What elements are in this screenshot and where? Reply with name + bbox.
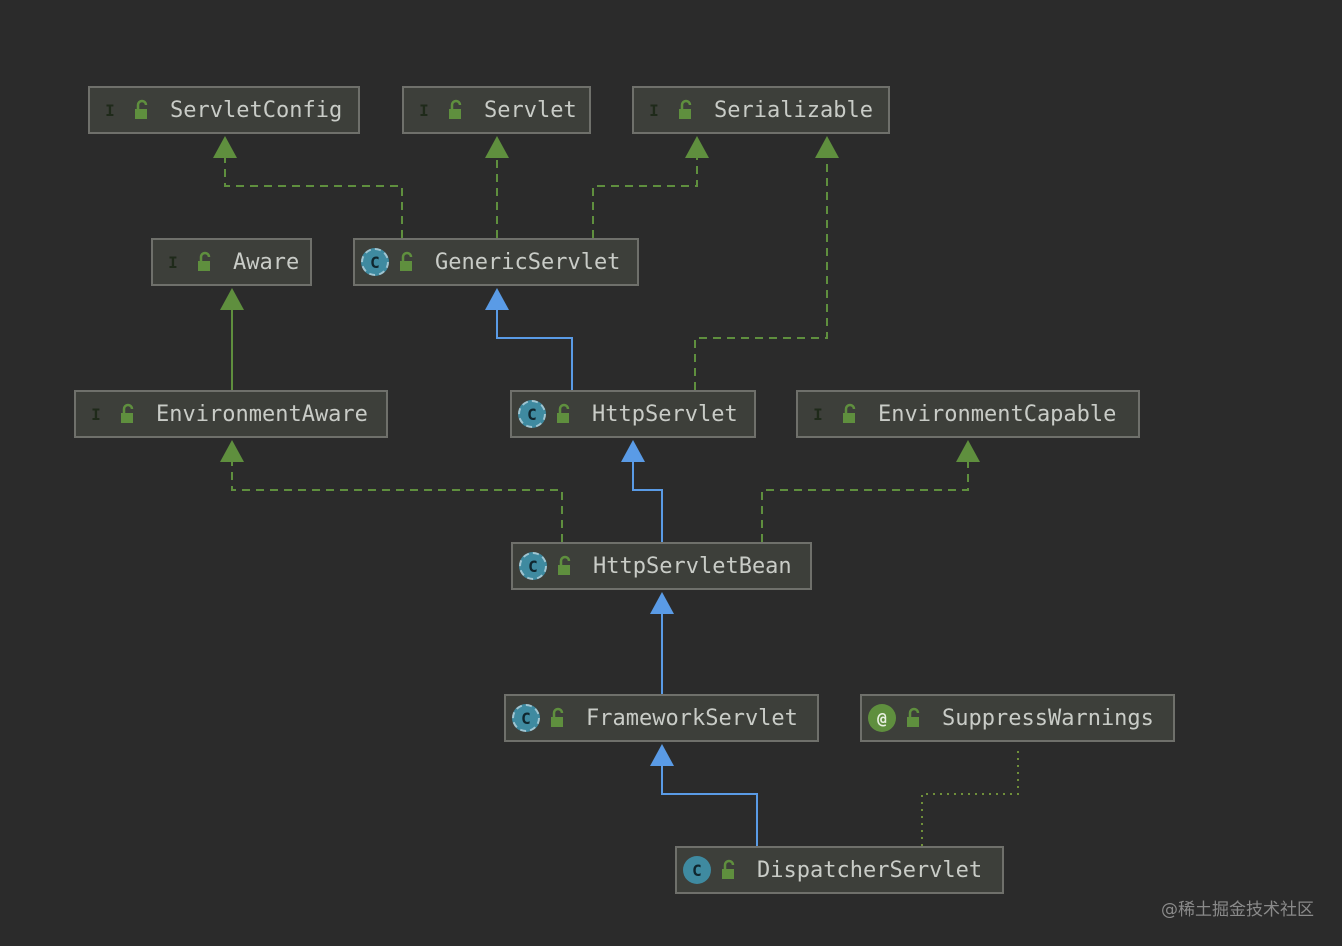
edge-arrowhead [485, 288, 509, 310]
node-label: Aware [233, 249, 300, 275]
node-label: EnvironmentCapable [878, 401, 1117, 427]
node-httpservlet[interactable]: C HttpServlet [510, 390, 756, 438]
edge-genericservlet-to-servletconfig [224, 158, 403, 238]
interface-icon: I [168, 252, 178, 272]
open-lock-icon [121, 403, 134, 423]
edge-arrowhead [485, 136, 509, 158]
edge-arrowhead [650, 592, 674, 614]
node-frameworkservlet[interactable]: C FrameworkServlet [504, 694, 819, 742]
node-environmentaware[interactable]: I EnvironmentAware [74, 390, 388, 438]
abstract-class-icon: C [512, 704, 540, 732]
node-label: FrameworkServlet [586, 705, 798, 731]
edge-arrowhead [650, 744, 674, 766]
open-lock-icon [679, 99, 692, 119]
node-label: DispatcherServlet [757, 857, 983, 883]
open-lock-icon [551, 707, 564, 727]
abstract-class-icon: C [361, 248, 389, 276]
open-lock-icon [400, 251, 413, 271]
node-label: Serializable [714, 97, 873, 123]
node-label: HttpServlet [592, 401, 738, 427]
edge-genericservlet-to-serializable [592, 158, 698, 238]
interface-icon: I [419, 100, 429, 120]
edge-arrowhead [220, 440, 244, 462]
open-lock-icon [843, 403, 856, 423]
edge-arrowhead [956, 440, 980, 462]
open-lock-icon [557, 403, 570, 423]
abstract-class-icon: C [518, 400, 546, 428]
edge-arrowhead [685, 136, 709, 158]
open-lock-icon [558, 555, 571, 575]
edge-arrowhead [220, 288, 244, 310]
watermark: @稀土掘金技术社区 [1161, 900, 1314, 920]
edge-arrowhead [815, 136, 839, 158]
open-lock-icon [722, 859, 735, 879]
node-httpservletbean[interactable]: C HttpServletBean [511, 542, 812, 590]
node-label: GenericServlet [435, 249, 621, 275]
class-icon: C [683, 856, 711, 884]
node-suppresswarnings[interactable]: @ SuppressWarnings [860, 694, 1175, 742]
node-servletconfig[interactable]: I ServletConfig [88, 86, 360, 134]
edge-arrowhead [213, 136, 237, 158]
node-label: HttpServletBean [593, 553, 792, 579]
open-lock-icon [198, 251, 211, 271]
edge-arrowhead [621, 440, 645, 462]
interface-icon: I [105, 100, 115, 120]
node-aware[interactable]: I Aware [151, 238, 312, 286]
open-lock-icon [907, 707, 920, 727]
edge-httpservlet-to-serializable [694, 158, 828, 390]
node-servlet[interactable]: I Servlet [402, 86, 591, 134]
node-label: EnvironmentAware [156, 401, 368, 427]
edge-dispatcherservlet-to-frameworkservlet [661, 766, 758, 846]
edge-httpservletbean-to-environmentcapable [761, 462, 969, 542]
node-serializable[interactable]: I Serializable [632, 86, 890, 134]
node-label: SuppressWarnings [942, 705, 1154, 731]
open-lock-icon [135, 99, 148, 119]
interface-icon: I [649, 100, 659, 120]
edge-dispatcherservlet-to-suppresswarnings [921, 746, 1019, 846]
edge-httpservletbean-to-httpservlet [632, 462, 663, 542]
node-label: Servlet [484, 97, 577, 123]
open-lock-icon [449, 99, 462, 119]
annotation-icon: @ [868, 704, 896, 732]
node-environmentcapable[interactable]: I EnvironmentCapable [796, 390, 1140, 438]
interface-icon: I [91, 404, 101, 424]
abstract-class-icon: C [519, 552, 547, 580]
edge-httpservlet-to-genericservlet [496, 310, 573, 390]
node-dispatcherservlet[interactable]: C DispatcherServlet [675, 846, 1004, 894]
interface-icon: I [813, 404, 823, 424]
node-label: ServletConfig [170, 97, 343, 123]
node-genericservlet[interactable]: C GenericServlet [353, 238, 639, 286]
edge-httpservletbean-to-environmentaware [231, 462, 563, 542]
